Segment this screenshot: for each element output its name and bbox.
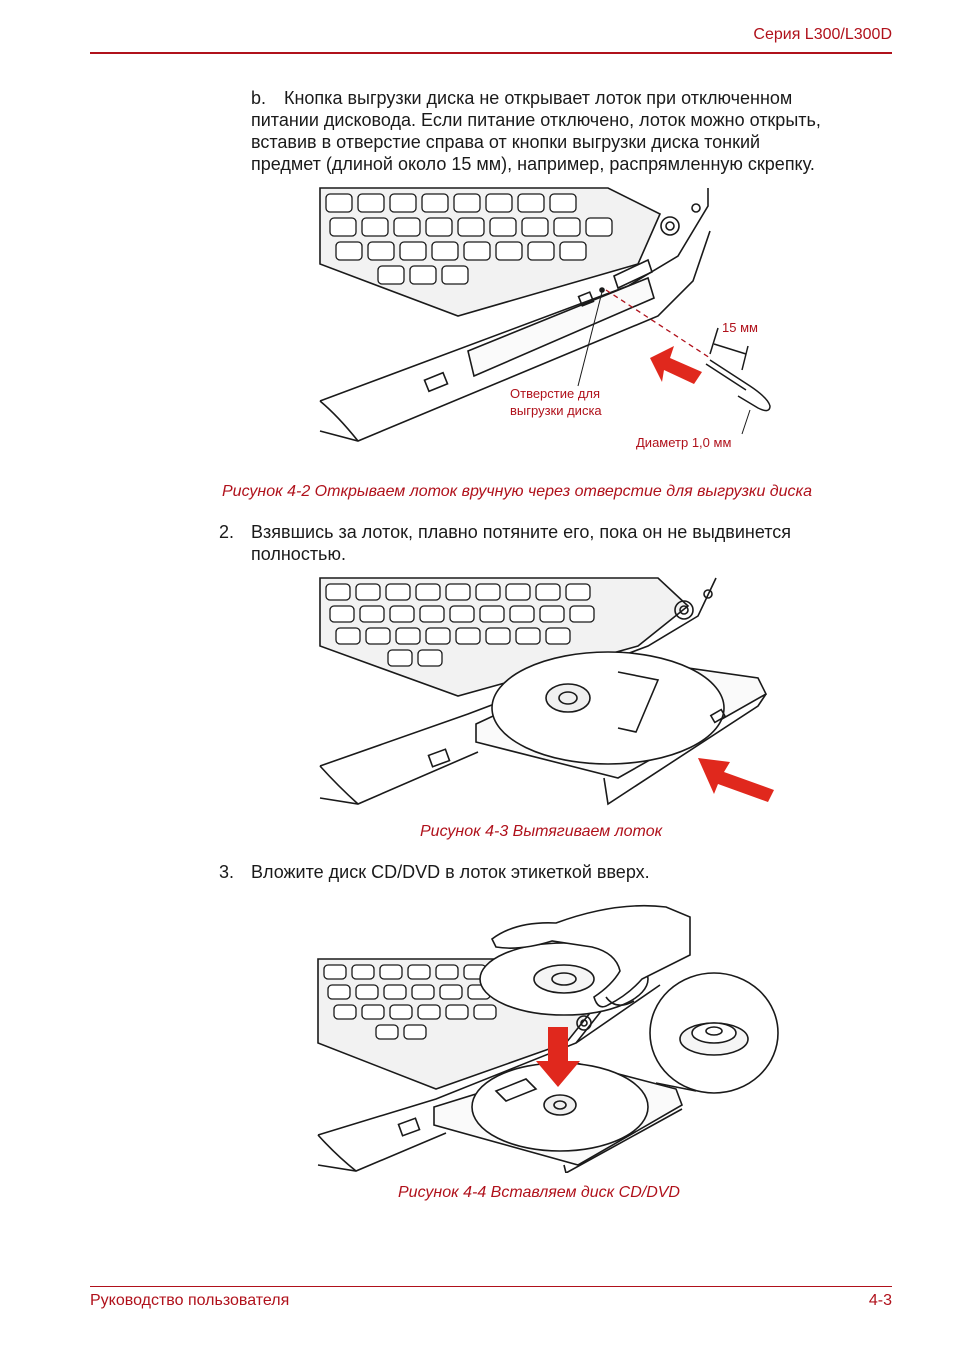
step-b-line-1: Кнопка выгрузки диска не открывает лоток… [284,88,793,108]
figure-insert-disc [316,893,786,1173]
caption-figure-4-2: Рисунок 4-2 Открываем лоток вручную чере… [222,483,812,500]
step-2-number: 2. [219,522,235,542]
step-2-line-1: Взявшись за лоток, плавно потяните его, … [251,522,792,542]
footer-manual-title: Руководство пользователя [90,1292,290,1309]
label-hole-line-2: выгрузки диска [510,403,602,418]
step-3-line-1: Вложите диск CD/DVD в лоток этикеткой вв… [251,862,650,882]
caption-figure-4-4: Рисунок 4-4 Вставляем диск CD/DVD [398,1184,680,1201]
figure-insert-disc-drawing [317,904,779,1173]
label-diameter: Диаметр 1,0 мм [636,435,731,450]
step-3-number: 3. [219,862,235,882]
footer-rule [90,1286,892,1287]
label-hole-line-1: Отверстие для [510,386,600,401]
header-rule [90,52,892,54]
step-b-marker: b. [251,88,267,108]
caption-figure-4-3: Рисунок 4-3 Вытягиваем лоток [420,823,663,840]
figure-manual-eject-drawing: 15 мм Отверстие для выгрузки диска Диаме… [319,187,771,450]
figure-pull-tray-drawing [319,577,774,806]
figure-pull-tray [318,576,778,806]
label-15mm: 15 мм [722,320,758,335]
step-b-line-3: вставив в отверстие справа от кнопки выг… [251,132,761,152]
step-b-line-2: питании дисковода. Если питание отключен… [251,110,821,130]
step-2-line-2: полностью. [251,544,346,564]
step-b-line-4: предмет (длиной около 15 мм), например, … [251,154,815,174]
header-series: Серия L300/L300D [753,26,892,43]
figure-manual-eject: 15 мм Отверстие для выгрузки диска Диаме… [318,186,788,456]
footer-page-number: 4-3 [868,1292,892,1309]
